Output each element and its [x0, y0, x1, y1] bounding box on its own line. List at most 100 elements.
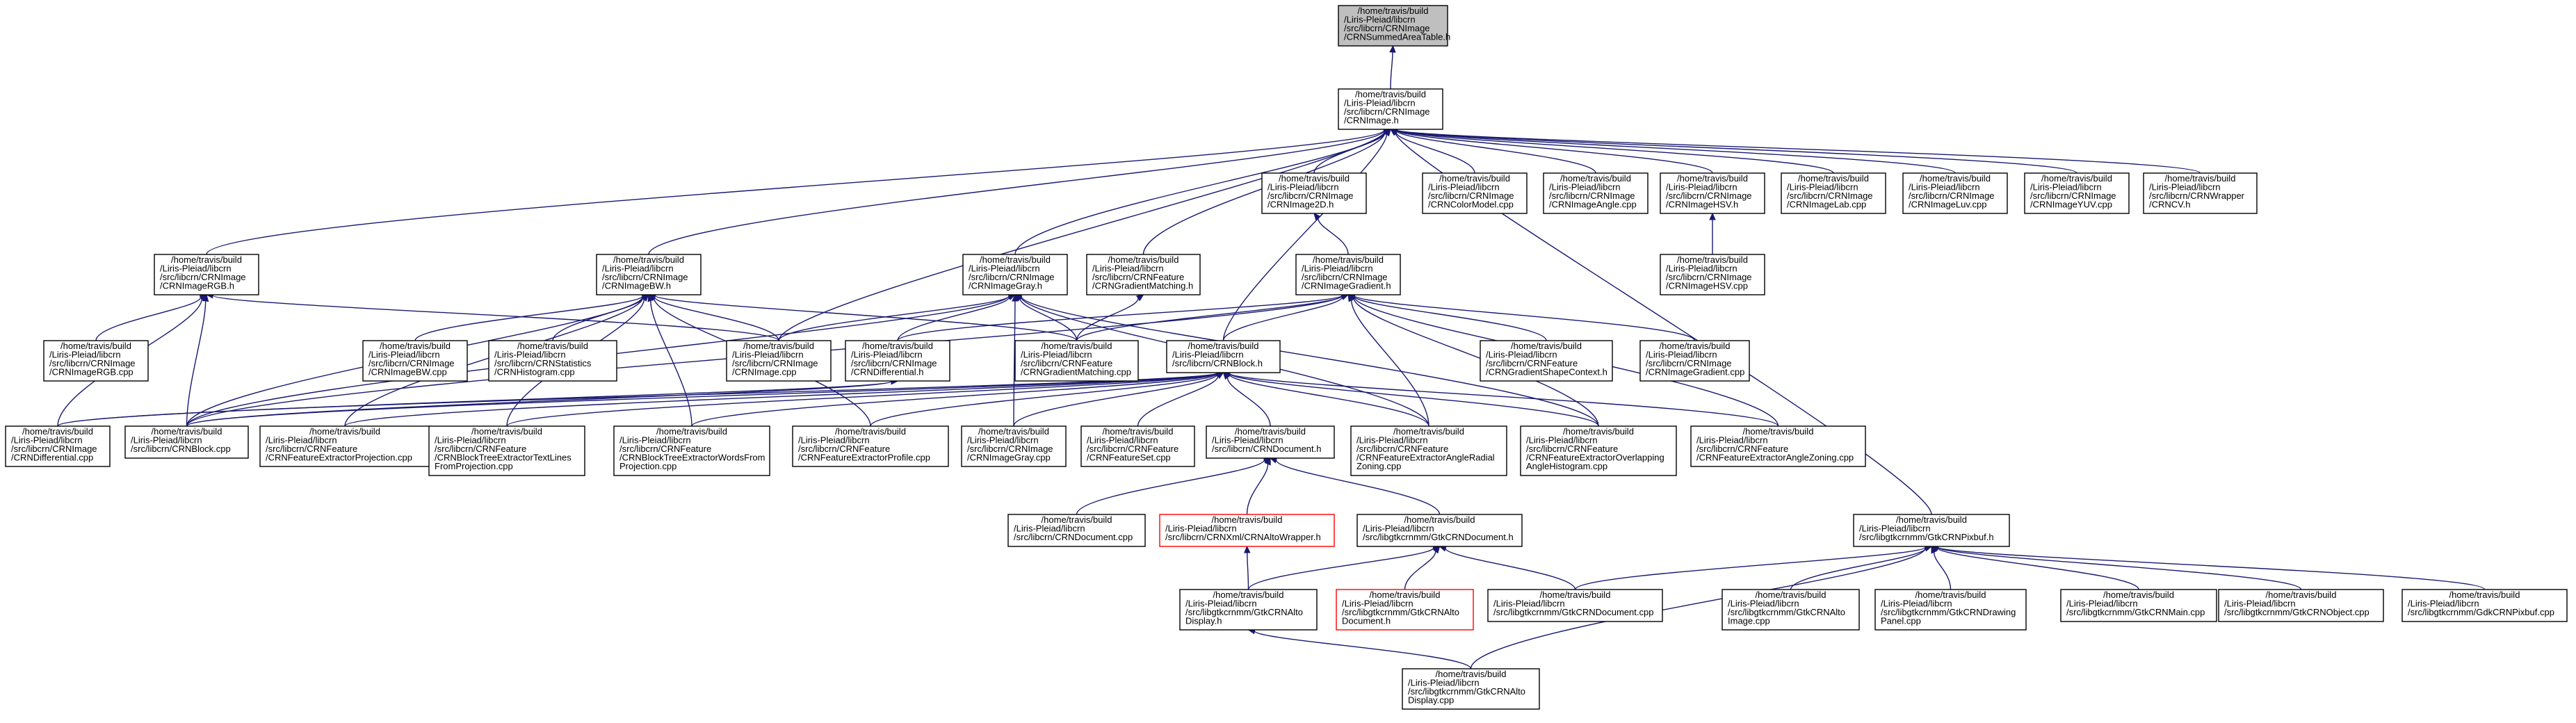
file-node-n48[interactable]: /home/travis/build/Liris-Pleiad/libcrn/s…	[2401, 589, 2568, 622]
file-node-n20[interactable]: /home/travis/build/Liris-Pleiad/libcrn/s…	[845, 340, 950, 382]
file-node-label-line: /home/travis/build	[1235, 426, 1306, 437]
file-node-n38[interactable]: /home/travis/build/Liris-Pleiad/libcrn/s…	[1159, 514, 1335, 547]
file-node-n41[interactable]: /home/travis/build/Liris-Pleiad/libcrn/s…	[1179, 589, 1318, 631]
file-node-n12[interactable]: /home/travis/build/Liris-Pleiad/libcrn/s…	[2024, 172, 2130, 214]
file-node-n49[interactable]: /home/travis/build/Liris-Pleiad/libcrn/s…	[1402, 668, 1540, 710]
file-node-n3[interactable]: /home/travis/build/Liris-Pleiad/libcrn/s…	[596, 254, 702, 295]
file-node-n6[interactable]: /home/travis/build/Liris-Pleiad/libcrn/s…	[1261, 172, 1367, 214]
file-node-box	[1179, 589, 1318, 631]
file-node-label-line: /Liris-Pleiad/libcrn	[1408, 678, 1480, 688]
file-node-n40[interactable]: /home/travis/build/Liris-Pleiad/libcrn/s…	[1853, 514, 2010, 547]
dependency-edge	[1709, 212, 1716, 255]
file-node-label-line: /home/travis/build	[978, 426, 1049, 437]
file-node-n21[interactable]: /home/travis/build/Liris-Pleiad/libcrn/s…	[1014, 340, 1139, 382]
file-node-n42[interactable]: /home/travis/build/Liris-Pleiad/libcrn/s…	[1336, 589, 1474, 631]
file-node-label-line: /Liris-Pleiad/libcrn	[1014, 523, 1085, 534]
edge-line	[1013, 300, 1016, 427]
file-node-box	[124, 425, 249, 459]
dependency-edge	[95, 294, 208, 341]
file-node-n4[interactable]: /home/travis/build/Liris-Pleiad/libcrn/s…	[962, 254, 1068, 295]
dependency-edge	[647, 293, 779, 341]
file-node-label-line: /src/libgtkcrnmm/GtkCRNAlto	[1728, 607, 1845, 617]
file-node-n28[interactable]: /home/travis/build/Liris-Pleiad/libcrn/s…	[428, 425, 585, 476]
edge-line	[1318, 218, 1349, 255]
dependency-edge	[1931, 545, 1952, 590]
file-node-n24[interactable]: /home/travis/build/Liris-Pleiad/libcrn/s…	[1639, 340, 1750, 382]
file-node-label-line: /Liris-Pleiad/libcrn	[1859, 523, 1931, 534]
file-node-n5[interactable]: /home/travis/build/Liris-Pleiad/libcrn/s…	[1086, 254, 1201, 295]
file-node-n7[interactable]: /home/travis/build/Liris-Pleiad/libcrn/s…	[1422, 172, 1528, 214]
edge-line	[1396, 129, 1713, 174]
file-node-n2[interactable]: /home/travis/build/Liris-Pleiad/libcrn/s…	[154, 254, 259, 295]
file-node-n37[interactable]: /home/travis/build/Liris-Pleiad/libcrn/s…	[1007, 514, 1146, 547]
file-node-label-line: /home/travis/build	[980, 254, 1051, 265]
edge-line	[552, 297, 644, 341]
file-node-n0[interactable]: /home/travis/build/Liris-Pleiad/libcrn/s…	[1338, 5, 1450, 47]
file-node-label-line: /CRNImageRGB.h	[160, 281, 234, 291]
file-node-box	[596, 254, 702, 295]
edge-line	[57, 372, 1218, 427]
file-node-n14[interactable]: /home/travis/build/Liris-Pleiad/libcrn/s…	[1295, 254, 1401, 295]
file-node-n11[interactable]: /home/travis/build/Liris-Pleiad/libcrn/s…	[1902, 172, 2008, 214]
file-node-label-line: /home/travis/build	[1511, 341, 1582, 351]
edge-line	[1021, 295, 1599, 427]
file-node-n23[interactable]: /home/travis/build/Liris-Pleiad/libcrn/s…	[1480, 340, 1613, 382]
file-node-label-line: /src/libcrn/CRNImage	[732, 358, 818, 368]
edge-arrowhead	[1384, 129, 1391, 137]
file-node-n16[interactable]: /home/travis/build/Liris-Pleiad/libcrn/s…	[43, 340, 149, 382]
file-node-n36[interactable]: /home/travis/build/Liris-Pleiad/libcrn/s…	[1690, 425, 1866, 467]
file-node-n18[interactable]: /home/travis/build/Liris-Pleiad/libcrn/s…	[488, 340, 617, 382]
file-node-label-line: /src/libcrn/CRNImage	[160, 272, 246, 282]
file-node-label-line: /Liris-Pleiad/libcrn	[851, 350, 923, 360]
file-node-n17[interactable]: /home/travis/build/Liris-Pleiad/libcrn/s…	[362, 340, 468, 382]
file-node-label-line: /Liris-Pleiad/libcrn	[131, 435, 202, 446]
file-node-n26[interactable]: /home/travis/build/Liris-Pleiad/libcrn/s…	[124, 425, 249, 459]
file-node-n10[interactable]: /home/travis/build/Liris-Pleiad/libcrn/s…	[1781, 172, 1886, 214]
file-node-n25[interactable]: /home/travis/build/Liris-Pleiad/libcrn/s…	[5, 425, 111, 467]
file-node-n44[interactable]: /home/travis/build/Liris-Pleiad/libcrn/s…	[1722, 589, 1860, 631]
file-node-n1[interactable]: /home/travis/build/Liris-Pleiad/libcrn/s…	[1338, 88, 1443, 130]
file-node-n45[interactable]: /home/travis/build/Liris-Pleiad/libcrn/s…	[1874, 589, 2027, 631]
file-node-n39[interactable]: /home/travis/build/Liris-Pleiad/libcrn/s…	[1356, 514, 1523, 547]
edge-line	[1396, 130, 1596, 174]
file-node-n29[interactable]: /home/travis/build/Liris-Pleiad/libcrn/s…	[613, 425, 770, 476]
file-node-label-line: /src/libcrn/CRNImage	[49, 358, 136, 368]
file-node-n19[interactable]: /home/travis/build/Liris-Pleiad/libcrn/s…	[726, 340, 832, 382]
dependency-edge	[1930, 544, 2302, 590]
dependency-edge	[1347, 293, 1429, 427]
file-node-label-line: /src/libgtkcrnmm/GtkCRNAlto	[1342, 607, 1459, 617]
file-node-box	[1853, 514, 2010, 547]
edge-line	[778, 295, 1010, 341]
file-node-n32[interactable]: /home/travis/build/Liris-Pleiad/libcrn/s…	[1080, 425, 1195, 467]
edge-line	[1404, 551, 1436, 590]
file-node-label-line: /Liris-Pleiad/libcrn	[1666, 263, 1737, 274]
file-node-label-line: /Liris-Pleiad/libcrn	[1344, 98, 1416, 108]
file-node-label-line: /Liris-Pleiad/libcrn	[1646, 350, 1717, 360]
file-node-label-line: Document.h	[1342, 616, 1391, 626]
file-node-n31[interactable]: /home/travis/build/Liris-Pleiad/libcrn/s…	[961, 425, 1067, 467]
file-node-label-line: /Liris-Pleiad/libcrn	[1493, 599, 1565, 609]
file-node-n34[interactable]: /home/travis/build/Liris-Pleiad/libcrn/s…	[1350, 425, 1507, 476]
file-node-label-line: /src/libcrn/CRNImage	[1302, 272, 1388, 282]
edge-line	[897, 295, 1343, 341]
file-node-n8[interactable]: /home/travis/build/Liris-Pleiad/libcrn/s…	[1543, 172, 1649, 214]
file-node-n33[interactable]: /home/travis/build/Liris-Pleiad/libcrn/s…	[1206, 425, 1335, 459]
file-node-label-line: /home/travis/build	[1313, 254, 1384, 265]
file-node-n47[interactable]: /home/travis/build/Liris-Pleiad/libcrn/s…	[2218, 589, 2384, 622]
file-node-n22[interactable]: /home/travis/build/Liris-Pleiad/libcrn/s…	[1166, 340, 1281, 373]
file-node-label-line: /src/libcrn/CRNFeature	[435, 444, 526, 454]
file-node-label-line: /home/travis/build	[1042, 514, 1112, 525]
file-node-box	[1402, 668, 1540, 710]
file-node-n27[interactable]: /home/travis/build/Liris-Pleiad/libcrn/s…	[259, 425, 430, 467]
file-node-n35[interactable]: /home/travis/build/Liris-Pleiad/libcrn/s…	[1520, 425, 1677, 476]
file-node-n46[interactable]: /home/travis/build/Liris-Pleiad/libcrn/s…	[2060, 589, 2217, 622]
file-node-n13[interactable]: /home/travis/build/Liris-Pleiad/libcrn/s…	[2143, 172, 2258, 214]
file-node-label-line: /home/travis/build	[1920, 173, 1991, 184]
file-node-label-line: /Liris-Pleiad/libcrn	[619, 435, 691, 446]
file-node-label-line: /home/travis/build	[517, 341, 588, 351]
edge-line	[95, 297, 202, 341]
file-node-n9[interactable]: /home/travis/build/Liris-Pleiad/libcrn/s…	[1660, 172, 1765, 214]
file-node-n43[interactable]: /home/travis/build/Liris-Pleiad/libcrn/s…	[1487, 589, 1663, 622]
file-node-n30[interactable]: /home/travis/build/Liris-Pleiad/libcrn/s…	[792, 425, 949, 467]
file-node-n15[interactable]: /home/travis/build/Liris-Pleiad/libcrn/s…	[1660, 254, 1765, 295]
